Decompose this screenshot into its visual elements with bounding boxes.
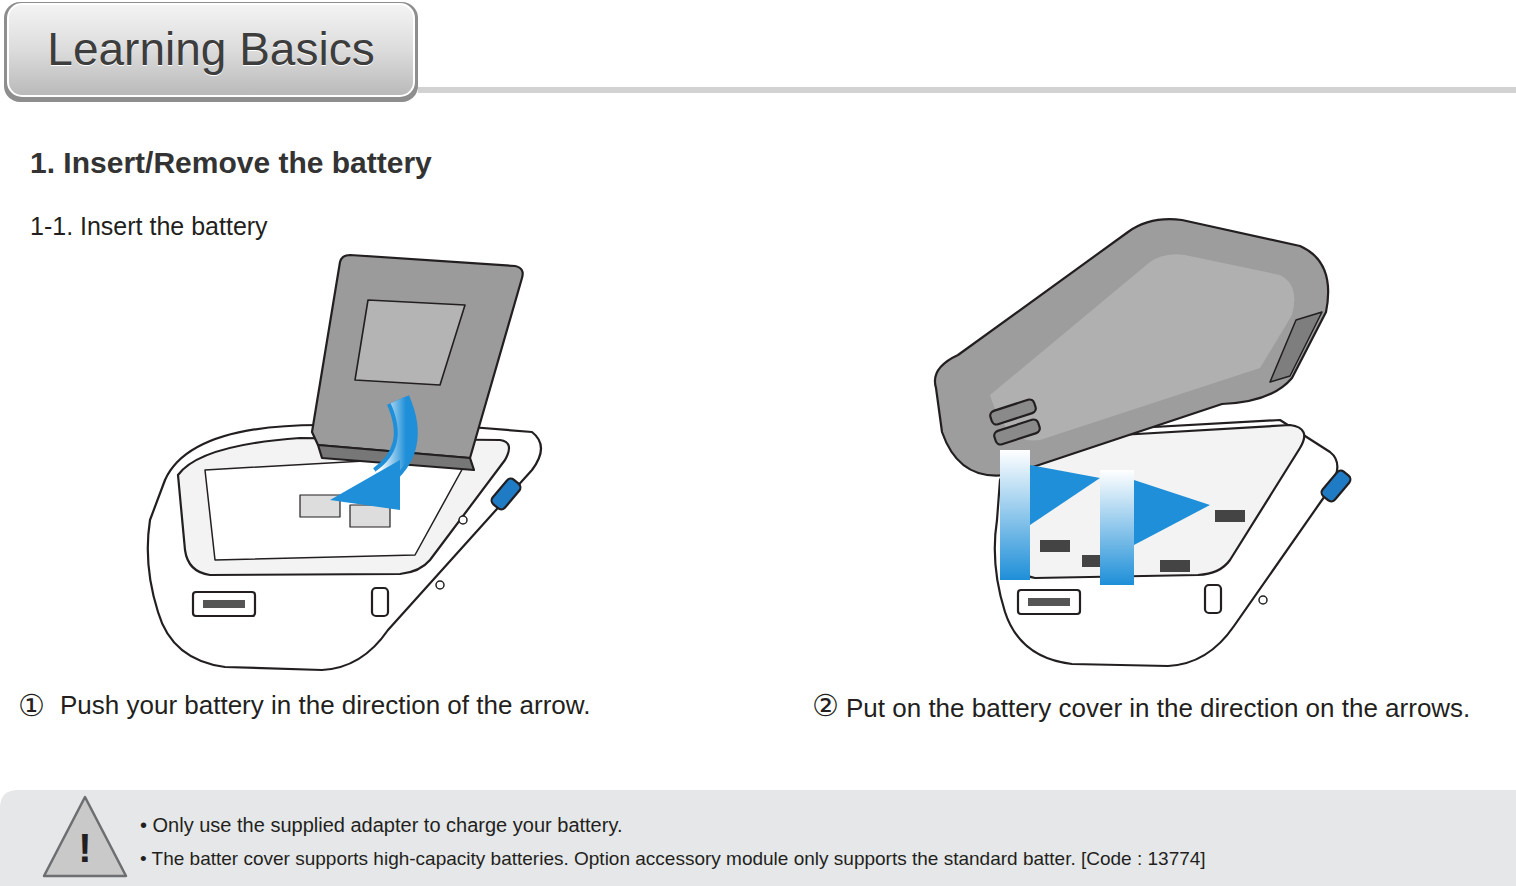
section-title: 1. Insert/Remove the battery [30,146,432,180]
note-panel: • Only use the supplied adapter to charg… [0,790,1516,886]
cover-arrows [1000,450,1210,585]
tab-shadow [4,2,418,102]
header-tab: Learning Basics [8,4,414,96]
insert-arrow [330,400,406,510]
step-text: Put on the battery cover in the directio… [846,690,1496,726]
callout-number: ② [812,688,839,723]
step-text: Push your battery in the direction of th… [60,690,590,721]
header-rule-highlight [418,93,1516,95]
note-bullet: • The batter cover supports high-capacit… [140,848,1510,870]
note-panel-ground [0,790,1516,886]
header-rule [418,87,1516,94]
subsection-title: 1-1. Insert the battery [30,212,268,241]
callout-number: ① [18,688,45,723]
device-left [148,425,541,670]
warning-mark: ! [70,826,100,870]
battery-cover [935,219,1328,475]
warning-triangle [44,797,126,876]
tab-face [8,4,414,96]
header-text: Learning Basics [8,22,414,76]
note-bullet: • Only use the supplied adapter to charg… [140,814,1500,837]
